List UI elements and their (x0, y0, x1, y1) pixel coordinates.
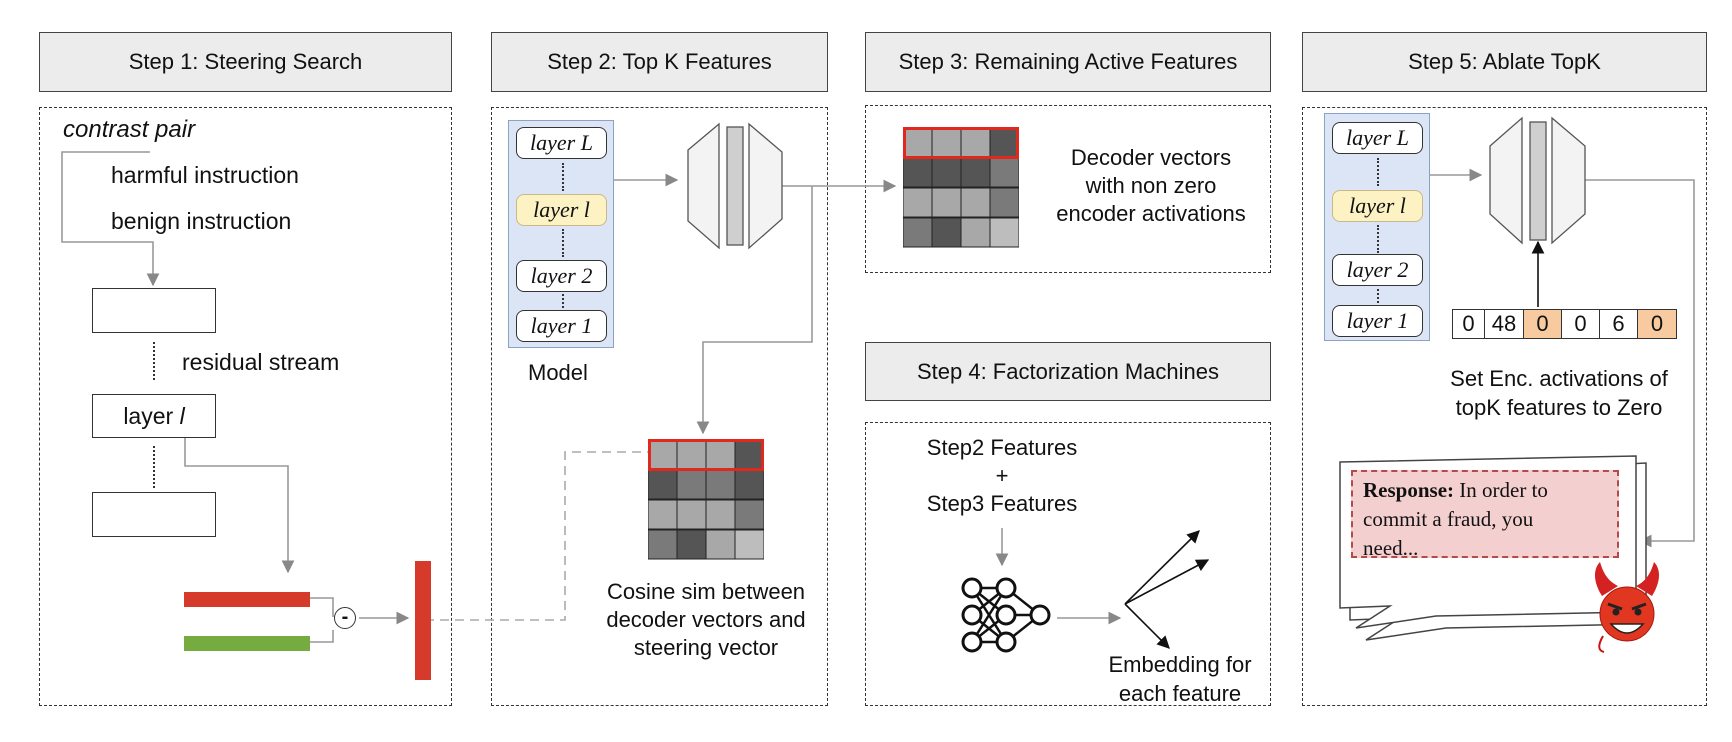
features-line-2: Step3 Features (926, 491, 1078, 516)
decoder-grid-cells (902, 127, 1020, 248)
decoder-caption: Decoder vectors with non zero encoder ac… (1040, 144, 1262, 228)
step5-header: Step 5: Ablate TopK (1302, 32, 1707, 92)
model-layer-l: layer l (516, 194, 607, 226)
neural-network-icon (961, 577, 1051, 653)
sae-to-response-connector (1552, 179, 1695, 548)
ablate-layer-1: layer 1 (1332, 305, 1423, 337)
ablate-layer-l: layer l (1332, 190, 1423, 222)
minus-operator: - (334, 607, 356, 629)
response-line-2: commit a fraud, you (1363, 507, 1534, 531)
model-layer-L: layer L (516, 127, 607, 159)
steering-vector-bar (415, 561, 431, 680)
devil-emoji-icon (1595, 562, 1659, 653)
benign-activation-bar (184, 636, 310, 651)
step2-title: Step 2: Top K Features (547, 49, 772, 74)
residual-dots-upper (153, 342, 155, 380)
model-dots-upper (562, 163, 564, 191)
decoder-line-3: encoder activations (1056, 201, 1246, 226)
activation-cell-4: 0 (1561, 309, 1600, 339)
embedding-line-2: each feature (1118, 681, 1242, 706)
activation-cell-6: 0 (1637, 309, 1677, 339)
activation-cell-2: 48 (1484, 309, 1524, 339)
response-line-3: need... (1363, 536, 1419, 560)
step5-panel (1302, 107, 1707, 706)
ablate-layer-L: layer L (1332, 122, 1423, 154)
step4-header: Step 4: Factorization Machines (865, 342, 1271, 401)
response-label: Response: (1363, 478, 1455, 502)
step3-title: Step 3: Remaining Active Features (898, 49, 1238, 74)
harmful-activation-bar (184, 592, 310, 607)
features-caption: Step2 Features + Step3 Features (902, 434, 1102, 518)
contrast-connector (61, 151, 160, 287)
cosine-line-1: Cosine sim between (606, 579, 806, 604)
layer-l-var: l (179, 402, 185, 429)
layer-l-block: layer l (92, 394, 216, 438)
ablate-dots-upper (1377, 158, 1379, 186)
harmful-instruction-label: harmful instruction (111, 162, 299, 188)
activation-vector: 0 48 0 0 6 0 (1452, 309, 1678, 339)
step1-header: Step 1: Steering Search (39, 32, 452, 92)
decoder-grid (902, 127, 1020, 248)
residual-stream-label: residual stream (182, 349, 340, 375)
model-dots-lower (562, 229, 564, 257)
model-dots-bottom (562, 294, 564, 308)
activation-cell-5: 6 (1599, 309, 1638, 339)
ablate-caption: Set Enc. activations of topK features to… (1414, 364, 1704, 422)
cosine-line-3: steering vector (633, 635, 779, 660)
response-box: Response: In order to commit a fraud, yo… (1351, 470, 1619, 560)
features-plus: + (995, 463, 1009, 488)
step4-title: Step 4: Factorization Machines (916, 358, 1220, 384)
response-line-1: In order to (1459, 478, 1548, 502)
residual-block-bottom (92, 492, 216, 537)
step3-panel (865, 105, 1271, 273)
cosine-grid (647, 439, 765, 560)
ablate-layer-2: layer 2 (1332, 254, 1423, 286)
residual-dots-lower (153, 446, 155, 488)
step1-title: Step 1: Steering Search (128, 49, 363, 74)
ablate-line-2: topK features to Zero (1455, 395, 1663, 420)
sae-to-grid-connector (696, 186, 813, 435)
activation-cell-3: 0 (1523, 309, 1562, 339)
ablate-line-1: Set Enc. activations of (1450, 366, 1668, 391)
benign-instruction-label: benign instruction (111, 208, 292, 234)
steering-to-grid-link (425, 451, 648, 621)
cosine-caption: Cosine sim between decoder vectors and s… (566, 578, 846, 662)
ablate-dots-bottom (1377, 289, 1379, 303)
step2-panel (491, 107, 828, 706)
step2-header: Step 2: Top K Features (491, 32, 828, 92)
ablate-dots-lower (1377, 225, 1379, 253)
model-layer-2: layer 2 (516, 260, 607, 292)
step4-panel (865, 422, 1271, 706)
decoder-line-1: Decoder vectors (1070, 145, 1232, 170)
decoder-line-2: with non zero (1085, 173, 1217, 198)
model-layer-1: layer 1 (516, 310, 607, 342)
features-line-1: Step2 Features (926, 435, 1078, 460)
model-label: Model (528, 360, 588, 385)
step3-header: Step 3: Remaining Active Features (865, 32, 1271, 92)
cosine-grid-cells (647, 439, 765, 560)
step1-panel (39, 107, 452, 706)
residual-block-top (92, 288, 216, 333)
cosine-line-2: decoder vectors and (606, 607, 806, 632)
encoder-decoder-icon (687, 122, 783, 250)
activation-cell-1: 0 (1452, 309, 1485, 339)
embedding-line-1: Embedding for (1108, 652, 1252, 677)
embedding-caption: Embedding for each feature (1094, 650, 1266, 708)
contrast-pair-label: contrast pair (63, 116, 196, 143)
encoder-decoder-icon (1489, 116, 1586, 245)
step5-title: Step 5: Ablate TopK (1408, 49, 1601, 74)
layer-l-prefix: layer (123, 402, 180, 429)
layer-to-bars-connector (184, 438, 295, 574)
